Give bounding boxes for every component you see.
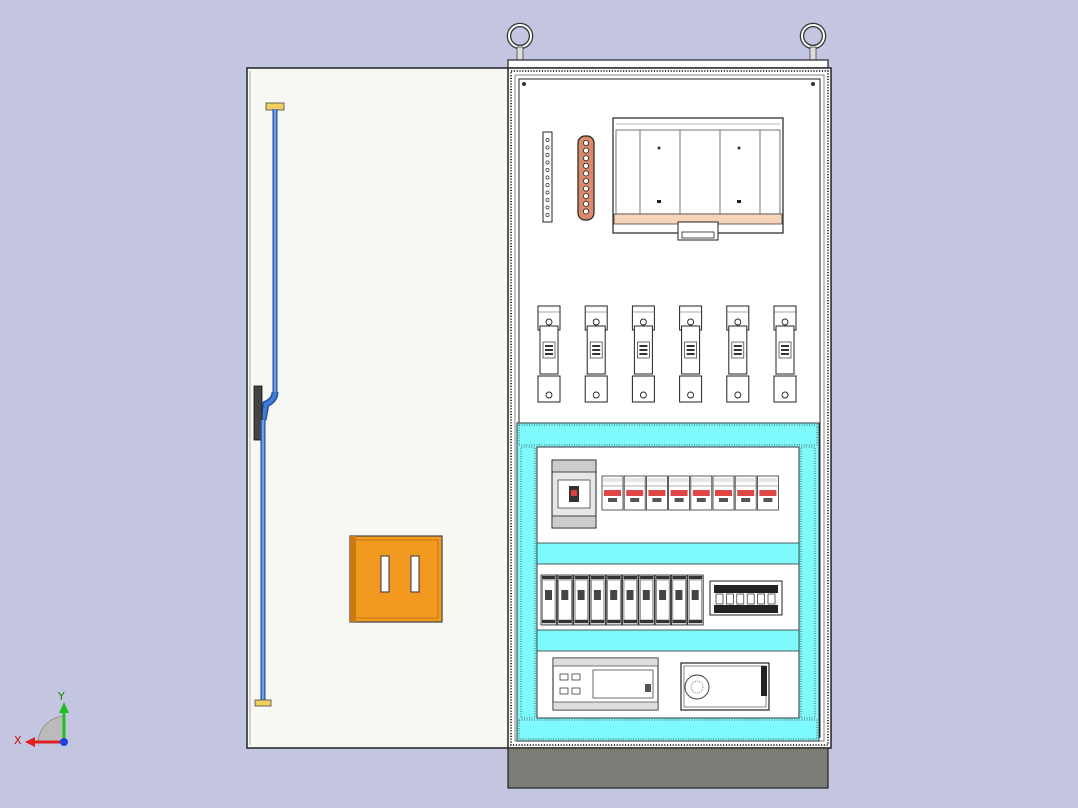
door-locking-rod xyxy=(253,102,285,707)
relay xyxy=(573,574,590,626)
breaker xyxy=(773,305,797,403)
busbar-hole xyxy=(583,177,590,184)
relay xyxy=(671,574,688,626)
terminal-module xyxy=(709,580,783,616)
terminal-hole xyxy=(545,213,550,217)
mcb xyxy=(668,475,690,511)
lifting-eye-right xyxy=(799,22,827,62)
terminal-hole xyxy=(545,175,550,180)
terminal-block xyxy=(767,593,776,605)
terminal-hole xyxy=(545,205,550,210)
terminal-hole xyxy=(545,153,550,157)
molded-case-breaker xyxy=(551,459,597,529)
busbar-hole xyxy=(583,170,590,177)
lifting-eye-left xyxy=(506,22,534,62)
mcb xyxy=(712,475,735,511)
busbar-hole xyxy=(583,208,590,215)
mcb xyxy=(734,475,757,511)
busbar-hole xyxy=(583,147,590,154)
document-pocket xyxy=(349,535,443,623)
terminal-block xyxy=(746,593,755,605)
copper-busbar xyxy=(577,135,595,221)
terminal-hole xyxy=(545,198,550,202)
terminal-hole xyxy=(545,190,550,195)
busbar-hole xyxy=(583,193,590,200)
relay xyxy=(622,574,639,626)
busbar-hole xyxy=(583,155,590,162)
mcb xyxy=(757,475,779,511)
busbar-hole xyxy=(583,139,590,146)
terminal-block xyxy=(736,593,745,605)
power-supply xyxy=(680,662,770,711)
relay xyxy=(556,574,574,626)
neutral-terminal-bar xyxy=(542,131,553,223)
breaker xyxy=(631,305,655,403)
cabinet-plinth xyxy=(507,747,829,789)
mcb xyxy=(623,475,646,511)
relay xyxy=(540,574,557,626)
terminal-hole xyxy=(545,160,550,165)
terminal-block xyxy=(726,593,734,605)
breaker xyxy=(537,305,561,403)
busbar-hole xyxy=(583,185,590,192)
busbar-hole xyxy=(583,162,590,169)
terminal-hole xyxy=(545,145,550,150)
terminal-block xyxy=(757,593,765,605)
relay xyxy=(589,574,606,626)
busbar-hole xyxy=(583,200,590,207)
mcb xyxy=(690,475,713,511)
relay xyxy=(638,574,655,626)
breaker xyxy=(726,305,750,403)
breaker xyxy=(584,305,608,403)
terminal-hole xyxy=(545,138,550,142)
terminal-block xyxy=(715,593,724,605)
axis-y-label: Y xyxy=(57,690,65,703)
mcb-row xyxy=(601,475,779,511)
relay xyxy=(687,574,704,626)
main-switch xyxy=(612,117,784,241)
axis-x-label: X xyxy=(14,734,22,747)
terminal-hole xyxy=(545,183,550,187)
breaker-row xyxy=(537,305,797,403)
axis-triad: Y X xyxy=(14,690,69,747)
cabinet-door xyxy=(246,67,510,749)
relay xyxy=(654,574,671,626)
relay xyxy=(605,574,623,626)
relay-row xyxy=(540,574,704,626)
plc-controller xyxy=(552,657,659,711)
breaker xyxy=(679,305,703,403)
terminal-hole xyxy=(545,168,550,172)
mcb xyxy=(601,475,624,511)
mcb xyxy=(646,475,668,511)
